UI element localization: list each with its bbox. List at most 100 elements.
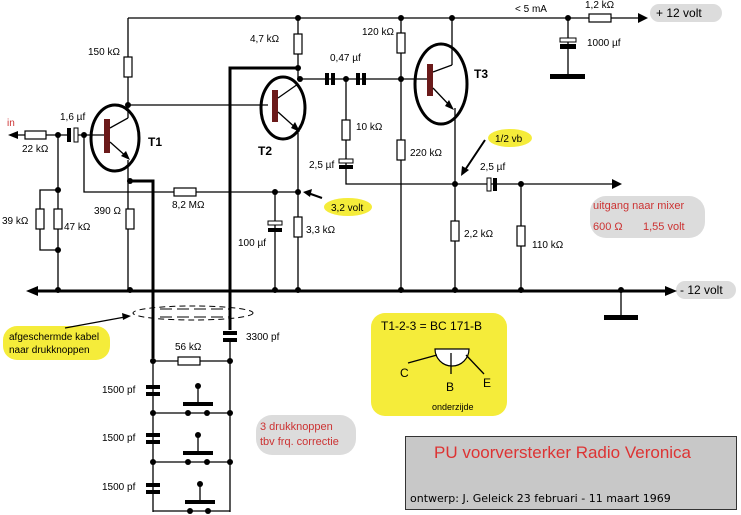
output-arrow-icon (612, 179, 622, 189)
cap-047-plate (356, 73, 360, 85)
contact (204, 459, 210, 465)
positive-arrow-icon (638, 13, 648, 23)
pushbutton-bar[interactable] (185, 500, 215, 504)
junction (398, 287, 404, 293)
title-block: PU voorversterker Radio Veronica ontwerp… (405, 436, 737, 510)
junction (295, 287, 301, 293)
cable-arrow (64, 316, 126, 329)
junction (452, 287, 458, 293)
shielded-wire-2 (228, 66, 298, 330)
junction (398, 76, 404, 82)
resistor-150k (123, 56, 133, 78)
label-3k3: 3,3 kΩ (306, 225, 336, 236)
contact (185, 459, 191, 465)
pushbutton-bar[interactable] (183, 402, 213, 406)
cap-047-plate (331, 73, 335, 85)
pin-e-label: E (483, 376, 491, 390)
pinout-box-bg (371, 313, 507, 416)
cable-shield-outline (132, 305, 254, 321)
label-39k: 39 kΩ (2, 216, 29, 227)
junction (227, 358, 233, 364)
junction (518, 287, 524, 293)
junction (227, 410, 233, 416)
cap-100uf-minus (268, 228, 282, 232)
label-current: < 5 mA (515, 4, 547, 15)
cap-3300-plate (223, 338, 237, 342)
resistor-120k (396, 32, 406, 54)
contact (185, 410, 191, 416)
cap-1500-plate (146, 490, 160, 494)
label-1500-3: 1500 pf (102, 482, 136, 493)
label-10k: 10 kΩ (356, 122, 383, 133)
junction (398, 15, 404, 21)
diagram-title: PU voorversterker Radio Veronica (434, 443, 692, 462)
t2-collector (277, 83, 299, 99)
junction (272, 287, 278, 293)
output-callout-voltage: 1,55 volt (643, 221, 685, 233)
positive-rail-badge (650, 4, 722, 22)
transistor-t3 (413, 42, 469, 126)
resistor-8m2 (173, 187, 197, 197)
pinout-title: T1-2-3 = BC 171-B (381, 319, 482, 333)
contact (204, 410, 210, 416)
junction (127, 287, 133, 293)
resistor-1k2 (588, 13, 612, 23)
junction (150, 410, 156, 416)
feedback-wire (83, 135, 300, 193)
v32-callout-bg (324, 198, 372, 216)
button-stage-1 (146, 383, 233, 416)
cap-2u5b-plus (486, 177, 492, 192)
transistor-t2 (259, 75, 307, 141)
junction (565, 15, 571, 21)
label-110k: 110 kΩ (532, 240, 564, 251)
button-stage-3 (146, 481, 230, 514)
pushbutton-knob[interactable] (197, 481, 203, 487)
pushbutton-bar[interactable] (183, 451, 213, 455)
label-negative-rail: - 12 volt (680, 283, 723, 297)
cap-3300-plate (223, 331, 237, 335)
resistor-56k (177, 356, 201, 366)
label-047: 0,47 µf (330, 53, 361, 64)
resistor-22k (24, 130, 47, 140)
negative-rail-badge (676, 281, 736, 299)
pushbutton-knob[interactable] (195, 432, 201, 438)
label-t3: T3 (474, 67, 488, 81)
v32-callout: 3,2 volt (331, 203, 363, 214)
transistor-t1 (89, 103, 141, 173)
pin-b-label: B (446, 380, 454, 394)
t2-base-bar (272, 90, 278, 122)
label-120k: 120 kΩ (362, 27, 394, 38)
t1-emitter-arrow-icon (121, 151, 130, 160)
label-56k: 56 kΩ (175, 342, 202, 353)
junction (55, 287, 61, 293)
label-2u5b: 2,5 µf (480, 162, 505, 173)
t3-base-bar (427, 64, 433, 96)
label-1500-1: 1500 pf (102, 385, 136, 396)
pushbutton-knob[interactable] (195, 383, 201, 389)
label-1500-2: 1500 pf (102, 433, 136, 444)
label-220k: 220 kΩ (410, 148, 442, 159)
rail-junctions (55, 287, 624, 293)
cap-1000uf-minus (560, 44, 576, 49)
cap-1500-plate (146, 385, 160, 389)
pin-c-label: C (400, 366, 409, 380)
label-t1: T1 (148, 135, 162, 149)
shielded-wire-1 (130, 179, 155, 358)
label-100uf: 100 µf (238, 238, 266, 249)
cap-2u5b-minus (493, 178, 497, 191)
resistor-10k (341, 119, 351, 141)
label-t2: T2 (258, 144, 272, 158)
label-4k7: 4,7 kΩ (250, 34, 280, 45)
bottom-rail-left-arrow-icon (26, 286, 38, 296)
t2-emitter-arrow-icon (291, 122, 300, 132)
cap-1u6-minus (67, 128, 71, 142)
label-2k2: 2,2 kΩ (464, 229, 494, 240)
resistor-47k (53, 208, 63, 230)
resistor-110k (516, 225, 526, 247)
cable-callout-bg (3, 326, 110, 360)
pinout-caption: onderzijde (432, 402, 474, 412)
cap-1500-plate (146, 433, 160, 437)
label-positive-rail: + 12 volt (656, 6, 702, 20)
cap-1500-plate (146, 440, 160, 444)
cap-047-plate (325, 73, 329, 85)
